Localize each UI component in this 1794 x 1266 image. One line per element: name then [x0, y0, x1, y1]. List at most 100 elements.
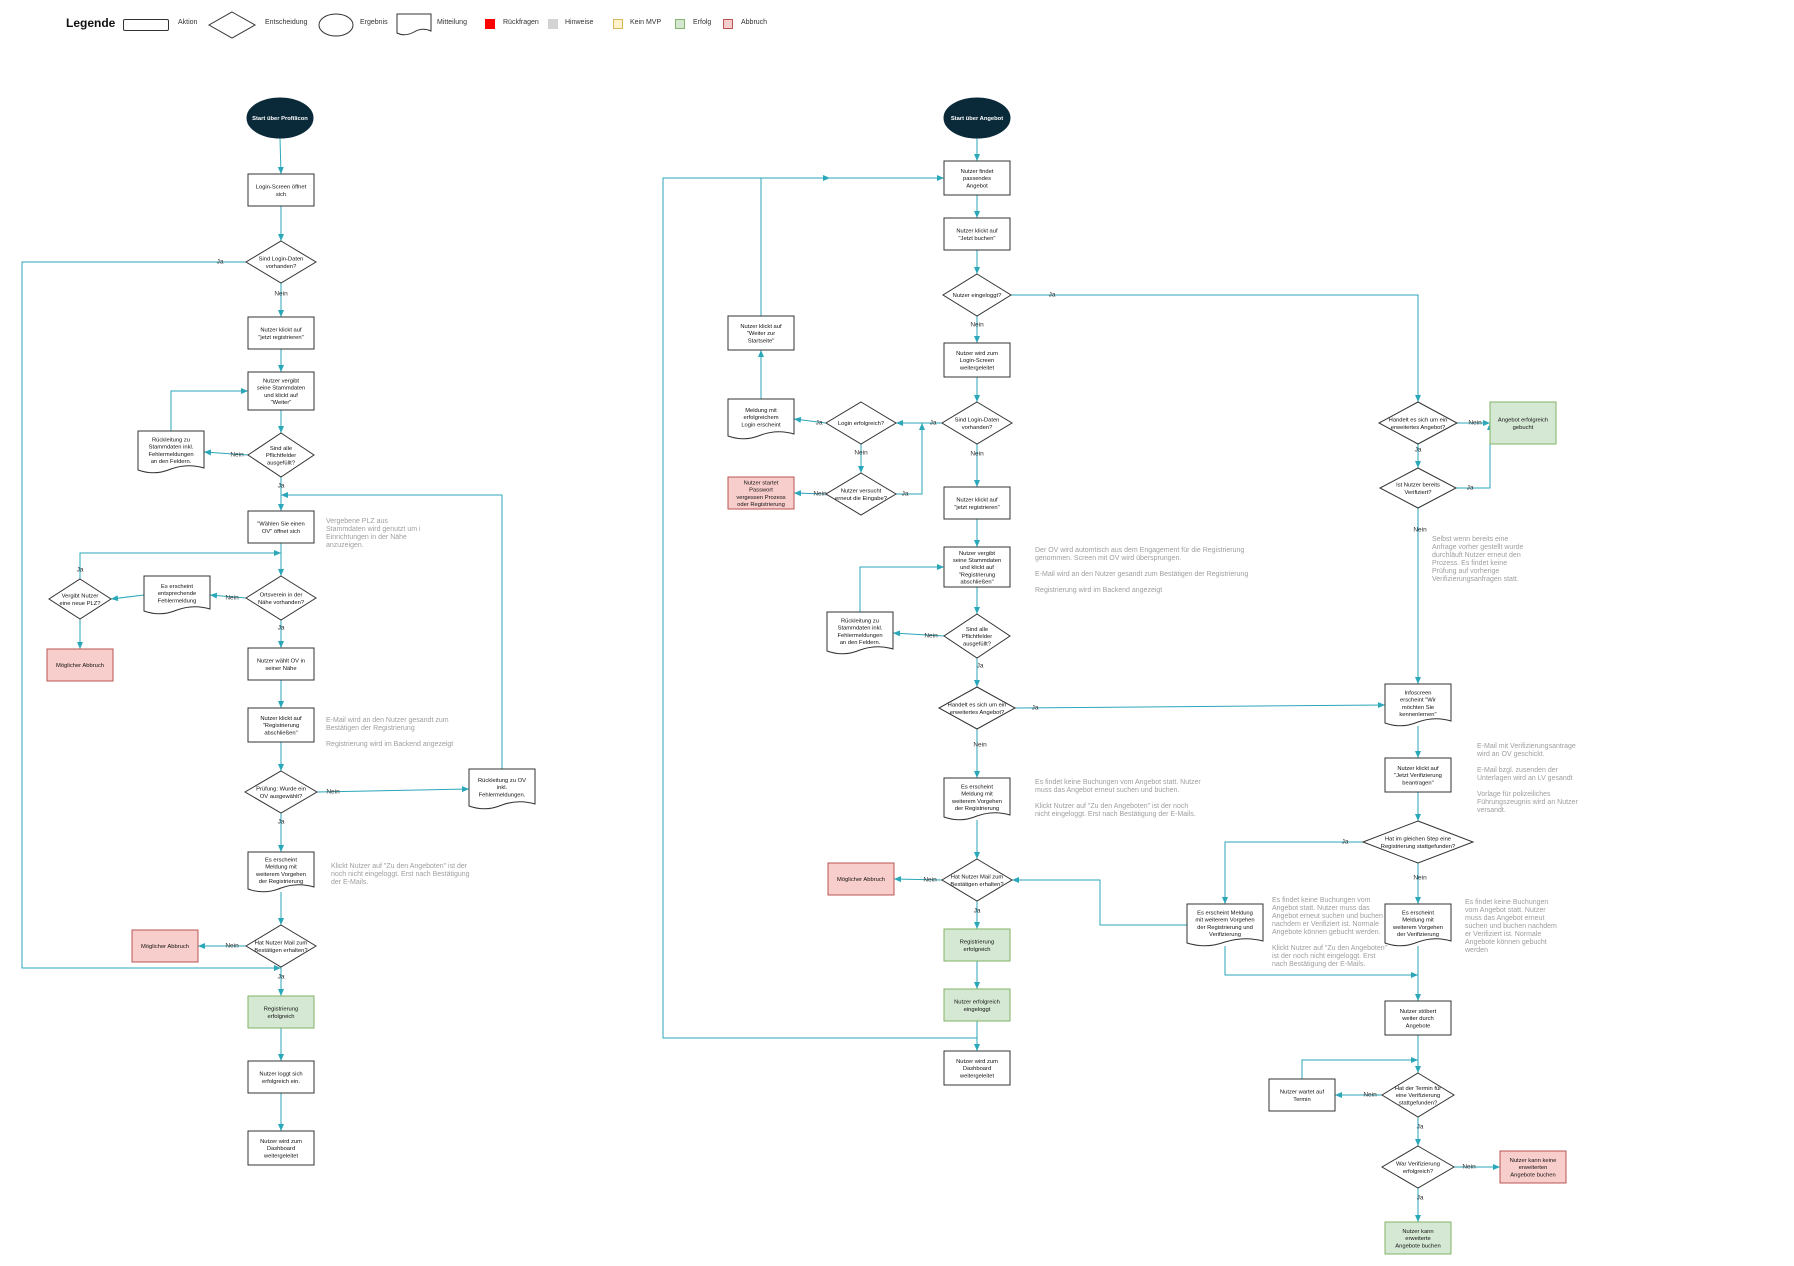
- edge-label-ja: Ja: [973, 907, 981, 915]
- edge-label-ja: Ja: [901, 490, 909, 498]
- edge-label-nein: Nein: [813, 490, 827, 498]
- legend-color-erfolg: [675, 19, 685, 29]
- edge-label-nein: Nein: [970, 321, 984, 329]
- edge-label-nein: Nein: [1363, 1091, 1377, 1099]
- legend-color-abbruch: [723, 19, 733, 29]
- edge-label-ja: Ja: [815, 419, 823, 427]
- connector-arrow: [892, 630, 945, 637]
- node-l-reg: Nutzer klickt auf"jetzt registrieren": [247, 316, 315, 350]
- connector-arrow: [1224, 946, 1418, 978]
- note-n3: Klickt Nutzer auf "Zu den Angeboten" ist…: [331, 863, 470, 886]
- node-m-jetzt: Nutzer klickt auf"Jetzt buchen": [943, 217, 1011, 251]
- legend-color-rueckfragen: [485, 19, 495, 29]
- connector-arrow: [896, 423, 925, 495]
- connector-arrow: [203, 449, 249, 456]
- note-n7: E-Mail mit Verifizierungsantrage wird an…: [1477, 743, 1578, 814]
- node-label: Nutzer klickt auf"jetzt registrieren": [954, 498, 999, 511]
- node-label: Start über Angebot: [951, 116, 1003, 122]
- node-l-start: Start über Profilicon: [246, 97, 314, 139]
- connector-arrow: [893, 876, 943, 883]
- node-label: Nutzer klickt auf"Jetzt buchen": [956, 229, 998, 242]
- edge-label-ja: Ja: [1031, 704, 1039, 712]
- edge-label-ja: Ja: [277, 624, 285, 632]
- edge-label-nein: Nein: [973, 741, 987, 749]
- edge-label-ja: Ja: [1416, 1123, 1424, 1131]
- edge-label-ja: Ja: [1341, 838, 1349, 846]
- connector-arrow: [662, 175, 977, 1039]
- edge-label-ja: Ja: [1416, 1194, 1424, 1202]
- edge-label-ja: Ja: [277, 973, 285, 981]
- legend-label-result: Ergebnis: [360, 19, 388, 26]
- edge-label-ja: Ja: [216, 258, 224, 266]
- connector-arrow: [281, 492, 503, 769]
- note-n1: Vergebene PLZ aus Stammdaten wird genutz…: [326, 518, 421, 549]
- edge-label-nein: Nein: [970, 450, 984, 458]
- connector-arrow: [79, 550, 281, 579]
- connector-arrow: [1222, 841, 1363, 904]
- legend-label-erfolg: Erfolg: [693, 19, 712, 26]
- node-m-d1: Nutzer eingeloggt?: [942, 273, 1012, 317]
- connector-arrow: [209, 592, 247, 599]
- edge-label-ja: Ja: [1466, 484, 1474, 492]
- node-m-abbr: Möglicher Abbruch: [827, 862, 895, 896]
- node-m-start: Start über Angebot: [943, 97, 1011, 139]
- note-n5: Es findet keine Buchungen vom Angebot st…: [1035, 779, 1201, 818]
- note-n2: E-Mail wird an den Nutzer gesandt zum Be…: [326, 717, 454, 748]
- connector-arrow: [1456, 423, 1493, 489]
- edge-label-nein: Nein: [225, 594, 239, 602]
- connector-arrow: [1014, 702, 1386, 709]
- node-label: Nutzer eingeloggt?: [953, 293, 1002, 299]
